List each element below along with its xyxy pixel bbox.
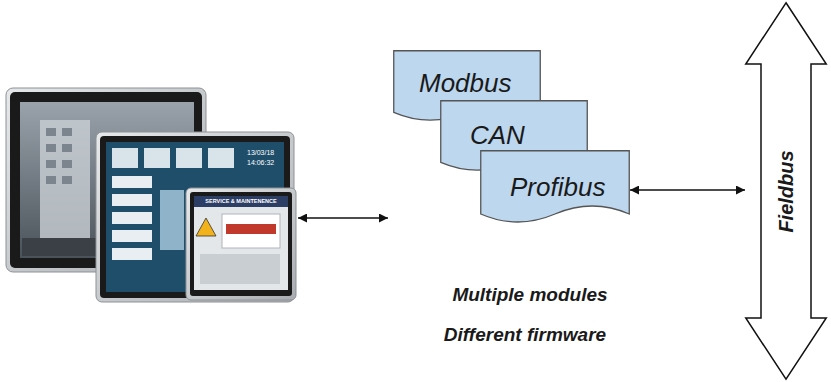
screen-time: 14:06:32 [247, 159, 274, 166]
connector-arrow [630, 189, 745, 191]
hmi-panel-medium [96, 132, 294, 302]
note-text: Different firmware [444, 324, 606, 346]
bus-name: Fieldbus [775, 150, 798, 232]
hmi-panel-small [186, 188, 296, 300]
link-arrow [298, 217, 388, 219]
screen-date: 13/03/18 [247, 149, 274, 156]
module-document: Profibus [480, 150, 630, 230]
module-name: Profibus [510, 172, 605, 203]
fieldbus-arrow: Fieldbus [745, 2, 827, 380]
document-outline [481, 151, 630, 222]
module-name: CAN [470, 120, 525, 151]
note-text: Multiple modules [452, 284, 607, 306]
module-name: Modbus [419, 68, 512, 99]
arrow-outline [746, 3, 827, 380]
screen-header: SERVICE & MAINTENENCE [205, 198, 276, 204]
